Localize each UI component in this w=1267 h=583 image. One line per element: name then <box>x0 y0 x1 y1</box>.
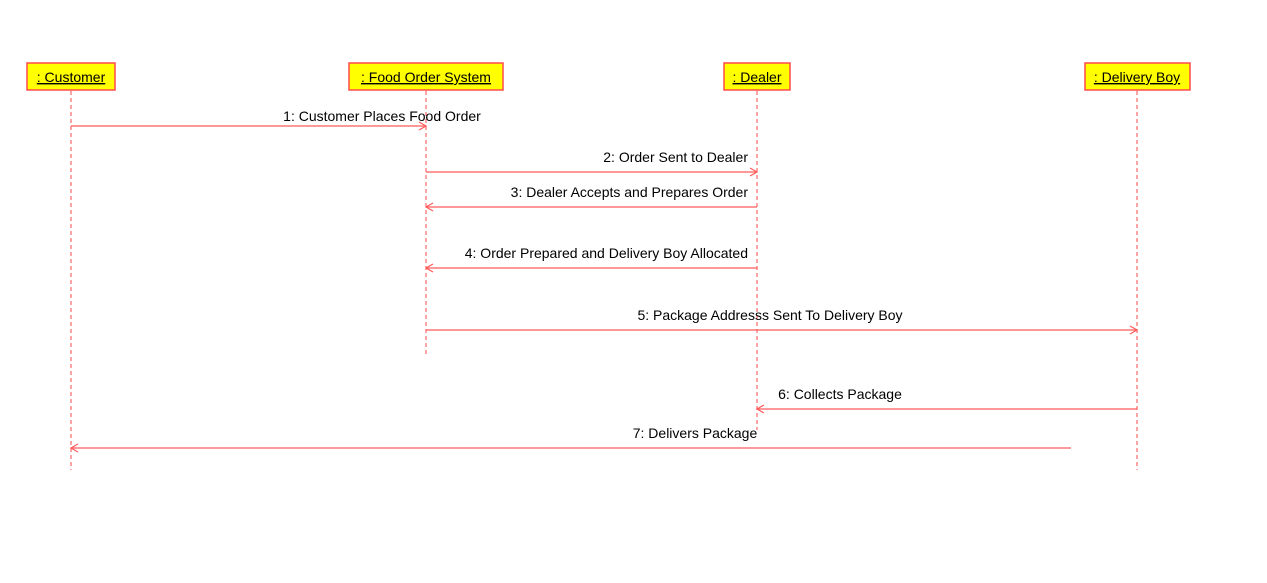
message-3-label: 3: Dealer Accepts and Prepares Order <box>511 184 749 200</box>
actor-box-customer <box>26 62 116 91</box>
message-1-label: 1: Customer Places Food Order <box>283 108 481 124</box>
message-5[interactable]: 5: Package Addresss Sent To Delivery Boy <box>426 307 1139 335</box>
actor-dealer[interactable]: : Dealer <box>723 62 791 91</box>
message-3[interactable]: 3: Dealer Accepts and Prepares Order <box>424 184 757 212</box>
actor-customer[interactable]: : Customer <box>26 62 116 91</box>
message-2-label: 2: Order Sent to Dealer <box>603 149 748 165</box>
message-3-arrowhead <box>424 202 434 212</box>
actor-label-customer: : Customer <box>37 69 106 85</box>
message-4-label: 4: Order Prepared and Delivery Boy Alloc… <box>465 245 748 261</box>
message-1[interactable]: 1: Customer Places Food Order <box>71 108 481 131</box>
actor-box-delivery-boy <box>1084 62 1191 91</box>
actor-label-food-order-system: : Food Order System <box>361 69 491 85</box>
message-7[interactable]: 7: Delivers Package <box>69 425 1071 453</box>
message-7-label: 7: Delivers Package <box>633 425 758 441</box>
message-4[interactable]: 4: Order Prepared and Delivery Boy Alloc… <box>424 245 757 273</box>
actor-food-order-system[interactable]: : Food Order System <box>348 62 504 91</box>
actor-box-food-order-system <box>348 62 504 91</box>
message-1-arrowhead <box>418 121 428 131</box>
message-6-arrowhead <box>755 404 765 414</box>
message-5-arrowhead <box>1129 325 1139 335</box>
message-7-arrowhead <box>69 443 79 453</box>
actor-delivery-boy[interactable]: : Delivery Boy <box>1084 62 1191 91</box>
actor-label-dealer: : Dealer <box>732 69 781 85</box>
message-6[interactable]: 6: Collects Package <box>755 386 1137 414</box>
message-2[interactable]: 2: Order Sent to Dealer <box>426 149 759 177</box>
message-4-arrowhead <box>424 263 434 273</box>
message-2-arrowhead <box>749 167 759 177</box>
actor-label-delivery-boy: : Delivery Boy <box>1094 69 1180 85</box>
actor-box-dealer <box>723 62 791 91</box>
message-6-label: 6: Collects Package <box>778 386 902 402</box>
message-5-label: 5: Package Addresss Sent To Delivery Boy <box>637 307 902 323</box>
